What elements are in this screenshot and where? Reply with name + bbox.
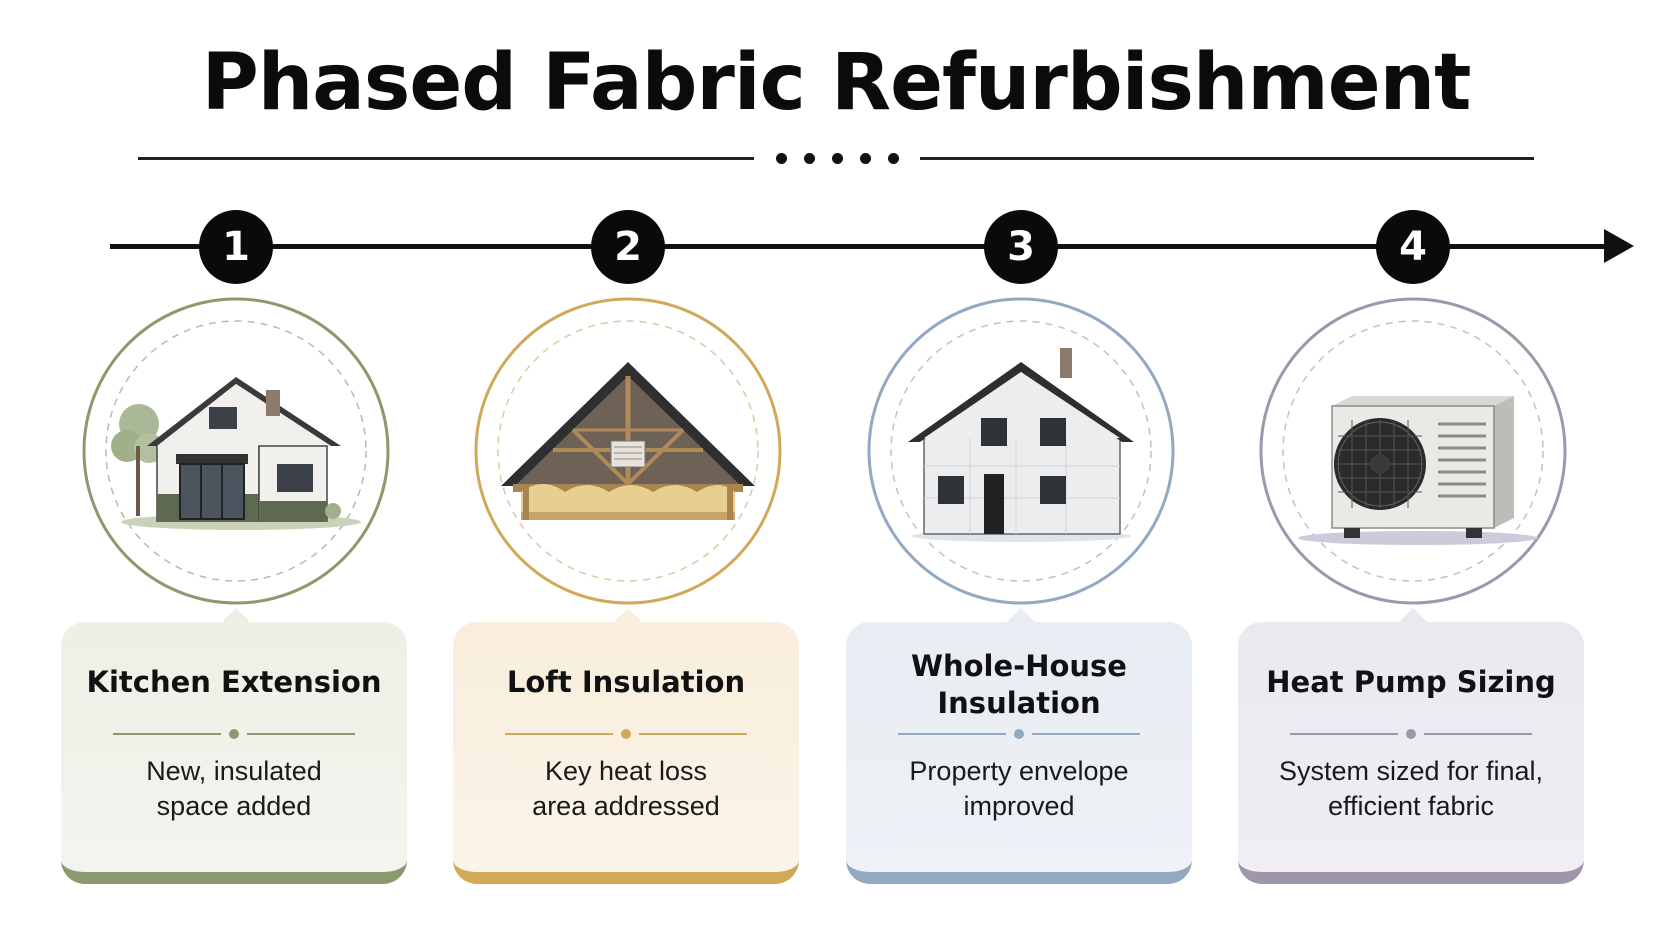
step-4-badge: 4: [1376, 210, 1450, 284]
step-3-description: Property envelope improved: [909, 756, 1129, 821]
step-2-title: Loft Insulation: [506, 665, 746, 699]
step-1-card: Kitchen Extension New, insulated space a…: [61, 622, 407, 884]
step-3-illustration-circle: [866, 296, 1176, 606]
step-4-title: Heat Pump Sizing: [1266, 665, 1556, 699]
house-extension-icon: [111, 377, 361, 530]
step-4-illustration-circle: [1258, 296, 1568, 606]
step-1-badge: 1: [199, 210, 273, 284]
heat-pump-icon: [1298, 396, 1538, 545]
title-divider-right: [920, 157, 1534, 160]
timeline-arrowhead: [1604, 229, 1634, 263]
step-1-title: Kitchen Extension: [86, 665, 382, 699]
step-3-title: Whole-House Insulation: [911, 649, 1127, 720]
step-3-card: Whole-House Insulation Property envelope…: [846, 622, 1192, 884]
step-1-separator: [113, 729, 355, 739]
divider-dot: [888, 153, 899, 164]
step-1-illustration-circle: [81, 296, 391, 606]
step-2-badge: 2: [591, 210, 665, 284]
page-title: Phased Fabric Refurbishment: [201, 38, 1472, 128]
step-2-separator: [505, 729, 747, 739]
divider-dot: [860, 153, 871, 164]
timeline-line: [110, 244, 1610, 249]
step-4-description: System sized for final, efficient fabric: [1278, 756, 1544, 821]
step-4-card: Heat Pump Sizing System sized for final,…: [1238, 622, 1584, 884]
step-2-illustration-circle: [473, 296, 783, 606]
divider-dot: [776, 153, 787, 164]
step-2-description: Key heat loss area addressed: [532, 756, 720, 821]
step-1-description: New, insulated space added: [146, 756, 322, 821]
step-3-badge: 3: [984, 210, 1058, 284]
step-2-card: Loft Insulation Key heat loss area addre…: [453, 622, 799, 884]
divider-dot: [804, 153, 815, 164]
title-divider-left: [138, 157, 754, 160]
step-4-separator: [1290, 729, 1532, 739]
step-3-separator: [898, 729, 1140, 739]
divider-dot: [832, 153, 843, 164]
loft-insulation-icon: [501, 362, 755, 520]
insulated-house-icon: [908, 348, 1134, 542]
